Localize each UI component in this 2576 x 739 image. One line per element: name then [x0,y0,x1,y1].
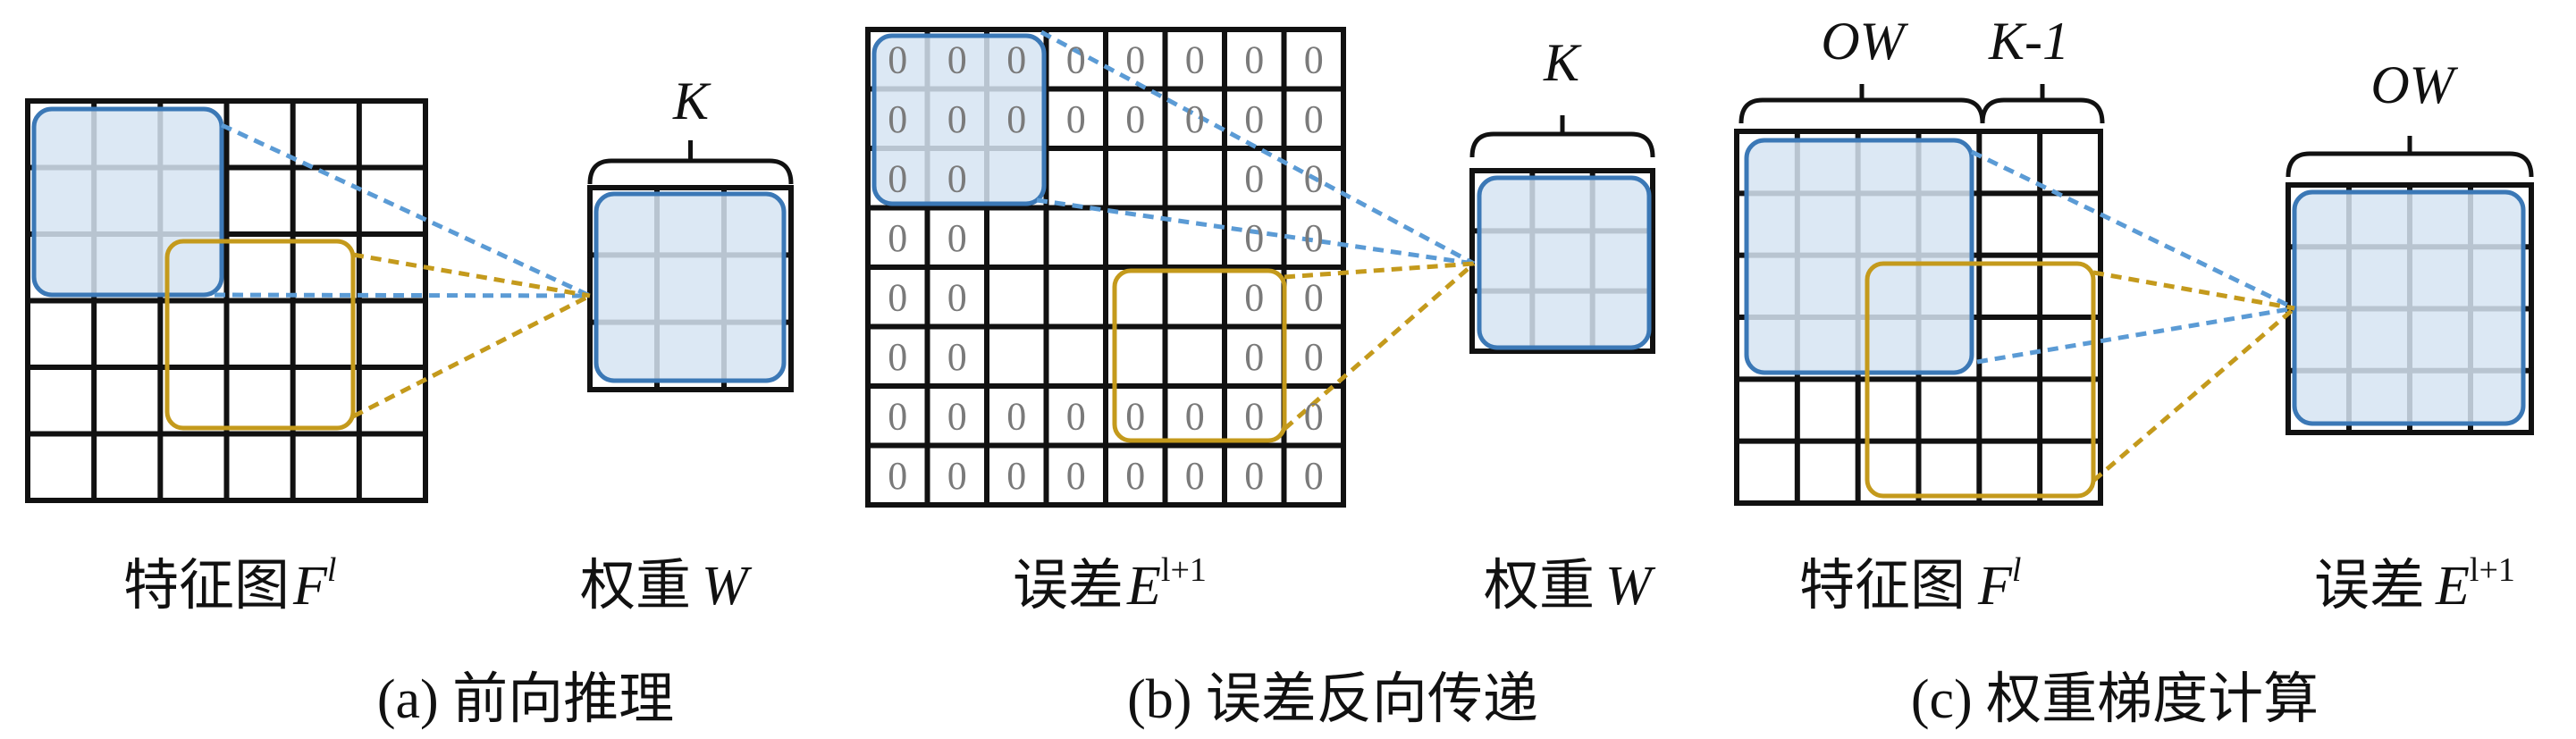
zero-cell: 0 [1244,275,1264,319]
zero-cell: 0 [947,216,967,260]
zero-cell: 0 [888,156,907,200]
zero-cell: 0 [1125,38,1145,81]
panel-a-gold-connector [352,252,591,298]
zero-cell: 0 [1304,335,1324,379]
panel-a-feature-map-label: 特征图Fl [123,551,336,617]
zero-cell: 0 [1304,156,1324,200]
zero-cell: 0 [947,156,967,200]
panel-b-weight-highlight [1477,175,1652,350]
panel-c-k-minus-1-brace [1980,84,2105,124]
zero-cell: 0 [947,38,967,81]
zero-cell: 0 [888,394,907,438]
zero-cell: 0 [888,335,907,379]
zero-cell: 0 [1244,454,1264,498]
panel-a-weight-highlight [593,191,787,383]
panel-b-kernel-brace [1469,115,1655,158]
panel-c-caption: (c) 权重梯度计算 [1911,669,2319,730]
zero-cell: 0 [1185,394,1205,438]
zero-cell: 0 [1185,97,1205,141]
zero-cell: 0 [947,335,967,379]
zero-cell: 0 [1006,97,1026,141]
zero-cell: 0 [1185,38,1205,81]
zero-cell: 0 [1066,97,1086,141]
panel-c-ow-label: OW [1821,12,1908,71]
panel-b-gold-connector [1283,262,1476,431]
panel-b-kernel-size-label: K [1543,33,1582,92]
panel-a-kernel-size-label: K [672,71,711,130]
zero-cell: 0 [1006,454,1026,498]
zero-cell: 0 [888,216,907,260]
panel-b-gold-connector [1284,261,1475,280]
zero-cell: 0 [1304,454,1324,498]
panel-c-error-ow-brace [2286,136,2534,178]
zero-cell: 0 [1125,97,1145,141]
zero-cell: 0 [1066,454,1086,498]
zero-cell: 0 [1125,394,1145,438]
panel-c-error-ow-label: OW [2370,55,2458,114]
zero-cell: 0 [947,394,967,438]
panel-a-caption: (a) 前向推理 [377,669,674,730]
zero-cell: 0 [947,275,967,319]
panel-a-blue-connector [220,122,592,298]
zero-cell: 0 [888,97,907,141]
zero-cell: 0 [1304,275,1324,319]
zero-cell: 0 [1244,335,1264,379]
zero-cell: 0 [888,275,907,319]
panel-a-feature-map-grid [25,98,428,503]
panel-b-blue-connector [1036,197,1475,266]
zero-cell: 0 [1185,454,1205,498]
zero-cell: 0 [1006,38,1026,81]
panel-c-blue-connector [1976,306,2295,365]
panel-c-k-minus-1-label: K-1 [1988,12,2069,71]
panel-c-blue-window [1744,138,1974,375]
zero-cell: 0 [1304,216,1324,260]
zero-cell: 0 [1244,38,1264,81]
panel-c-gold-connector [2092,270,2295,311]
zero-cell: 0 [1006,394,1026,438]
zero-cell: 0 [1244,156,1264,200]
zero-cell: 0 [1244,216,1264,260]
zero-cell: 0 [1304,97,1324,141]
zero-cell: 0 [1125,454,1145,498]
panel-b-caption: (b) 误差反向传递 [1127,669,1538,730]
zero-cell: 0 [1304,38,1324,81]
panel-a-gold-window [164,239,356,431]
panel-c-blue-connector [1970,149,2296,311]
panel-b-error-label: 误差El+1 [1013,551,1207,617]
panel-b-blue-connector [1040,29,1476,266]
panel-c-ow-brace [1738,84,1985,124]
zero-cell: 0 [1066,394,1086,438]
zero-cell: 0 [1244,394,1264,438]
panel-a-blue-window [31,106,224,298]
zero-cell: 0 [1304,394,1324,438]
panel-c-gold-window [1865,261,2096,499]
zero-cell: 0 [1066,38,1086,81]
zero-cell: 0 [947,97,967,141]
panel-c-error-highlight [2292,189,2526,426]
panel-a-blue-connector [214,292,591,298]
zero-cell: 0 [888,454,907,498]
overlays-layer [31,29,2526,499]
panel-a-gold-connector [351,293,592,419]
zero-cell: 0 [947,454,967,498]
panel-c-gold-connector [2092,307,2296,483]
panel-a-kernel-brace [587,140,794,185]
panel-b-gold-window [1112,268,1287,443]
zero-cell: 0 [1244,97,1264,141]
panel-b-blue-window [871,33,1047,206]
zero-cell: 0 [888,38,907,81]
